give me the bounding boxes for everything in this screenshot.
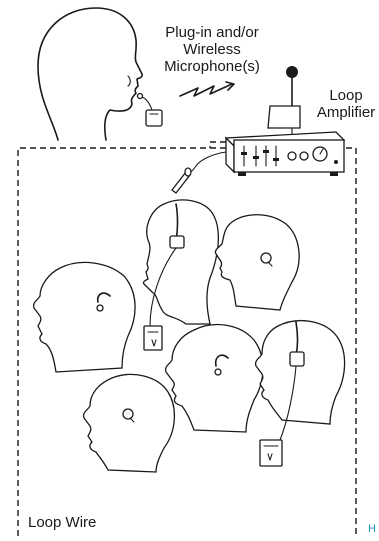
microphone-label-line1: Plug-in and/or	[165, 24, 258, 41]
microphone-label-line2: Wireless	[183, 41, 241, 58]
listener-head-3	[34, 262, 135, 372]
loop-amplifier-icon	[226, 132, 344, 176]
listener-head-6	[84, 374, 175, 472]
plug-in-microphone-icon	[172, 152, 226, 193]
listener-head-2	[215, 215, 299, 310]
amplifier-label-line2: Amplifier	[317, 104, 375, 121]
listener-head-5	[256, 321, 345, 466]
stand-microphone-icon	[268, 66, 300, 136]
wireless-signal-icon	[180, 84, 232, 96]
microphone-label-line3: Microphone(s)	[164, 58, 260, 75]
amplifier-label-line1: Loop	[329, 87, 362, 104]
corner-mark: H	[368, 523, 376, 535]
speaker-head	[38, 8, 142, 140]
loop-wire-label: Loop Wire	[28, 514, 96, 531]
lapel-microphone-icon	[138, 94, 153, 111]
listener-head-4	[166, 325, 263, 432]
wireless-transmitter-icon	[146, 110, 162, 126]
